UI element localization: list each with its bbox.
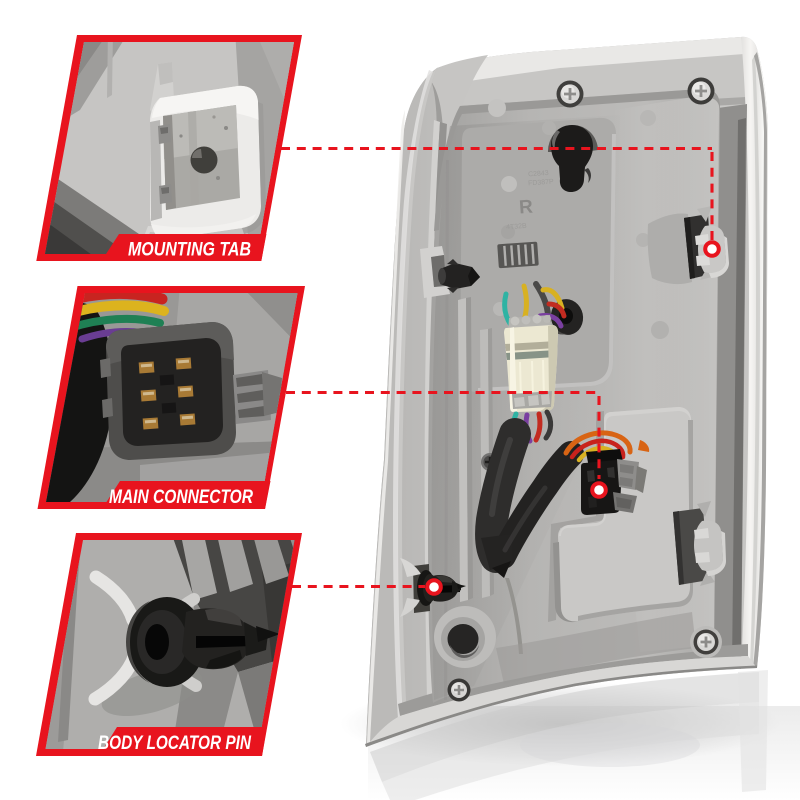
svg-text:R: R: [518, 197, 533, 219]
svg-text:BODY LOCATOR PIN: BODY LOCATOR PIN: [98, 732, 252, 754]
svg-text:MOUNTING TAB: MOUNTING TAB: [128, 239, 251, 261]
svg-text:FD387P: FD387P: [528, 179, 554, 188]
svg-text:MAIN CONNECTOR: MAIN CONNECTOR: [109, 486, 253, 508]
svg-text:C2843: C2843: [528, 170, 549, 178]
svg-text:4T32B: 4T32B: [506, 223, 527, 231]
